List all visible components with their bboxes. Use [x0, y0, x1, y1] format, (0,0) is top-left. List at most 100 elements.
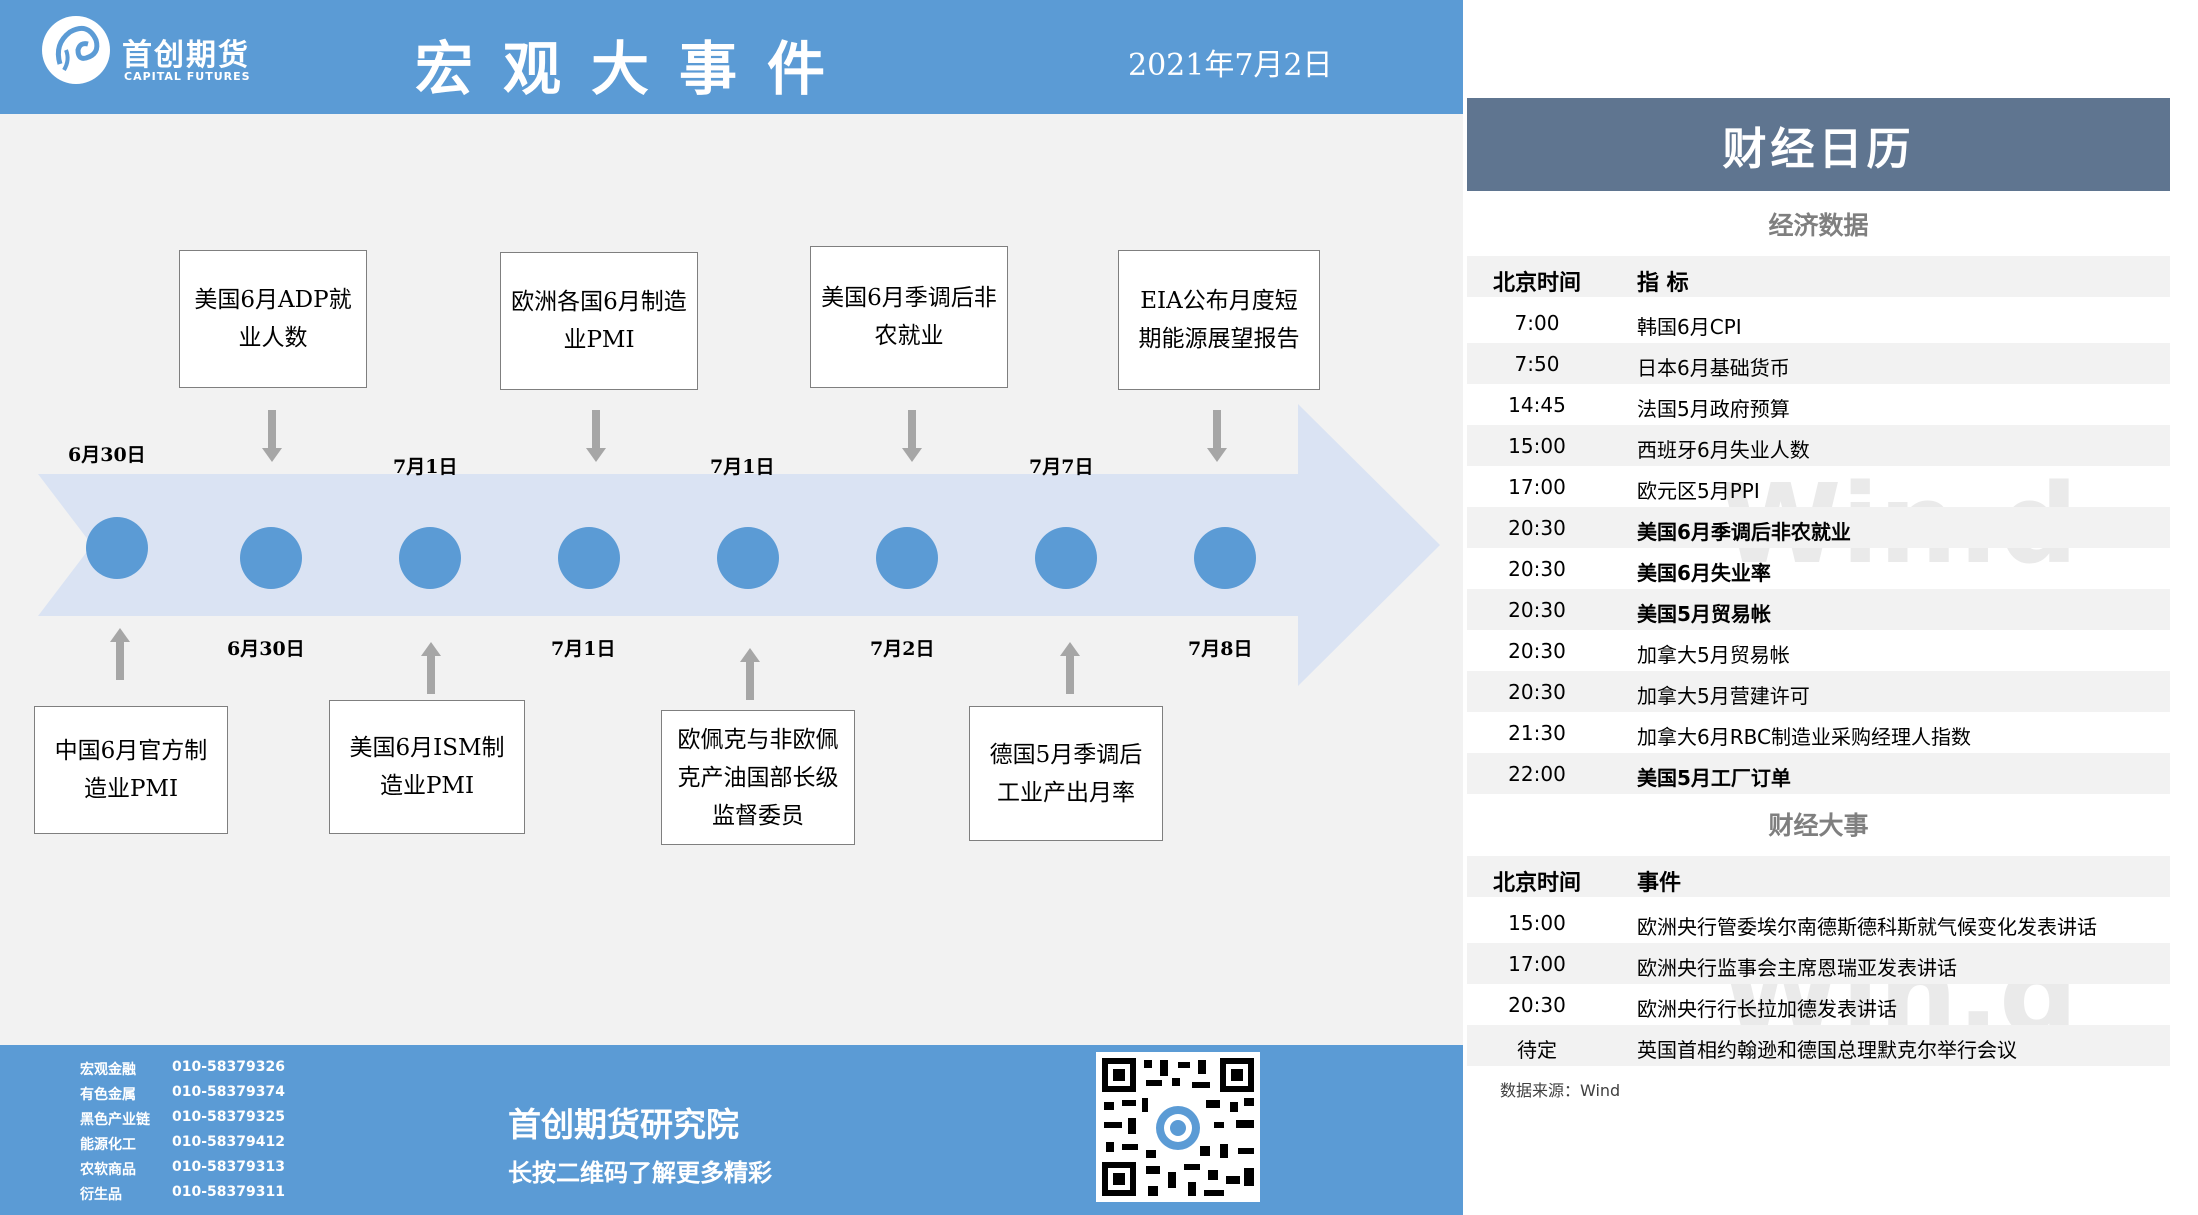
calendar-title: 财经日历	[1722, 123, 1915, 175]
econ-row: 17:00 欧元区5月PPI	[1467, 466, 2170, 507]
timeline-date-label: 6月30日	[227, 638, 305, 660]
timeline-date-label: 7月7日	[1029, 456, 1094, 478]
events-row: 17:00 欧洲央行监事会主席恩瑞亚发表讲话	[1467, 943, 2170, 984]
row-item: 英国首相约翰逊和德国总理默克尔举行会议	[1637, 1038, 2017, 1062]
row-time: 20:30	[1508, 516, 1566, 540]
timeline-date-label: 6月30日	[68, 444, 146, 466]
row-item: 韩国6月CPI	[1637, 315, 1742, 339]
dept-phone: 010-58379313	[172, 1159, 285, 1175]
event-box: 美国6月季调后非农就业	[810, 246, 1008, 388]
econ-row: 20:30 加拿大5月营建许可	[1467, 671, 2170, 712]
column-header-item: 事件	[1637, 871, 1682, 896]
row-time: 20:30	[1508, 639, 1566, 663]
row-item: 欧洲央行行长拉加德发表讲话	[1637, 997, 1897, 1021]
dept-name: 能源化工	[80, 1137, 136, 1153]
events-section-title: 财经大事	[1768, 811, 1869, 840]
row-time: 15:00	[1508, 911, 1566, 935]
econ-row: 14:45 法国5月政府预算	[1467, 384, 2170, 425]
timeline-dot	[240, 527, 302, 589]
column-header-time: 北京时间	[1492, 871, 1581, 896]
row-time: 20:30	[1508, 598, 1566, 622]
econ-row: 22:00 美国5月工厂订单	[1467, 753, 2170, 794]
down-arrow-icon	[262, 410, 1227, 462]
institute-name: 首创期货研究院	[508, 1105, 739, 1144]
econ-row: 15:00 西班牙6月失业人数	[1467, 425, 2170, 466]
logo-subtext: CAPITAL FUTURES	[124, 70, 251, 83]
econ-row: 7:00 韩国6月CPI	[1467, 302, 2170, 343]
dept-name: 有色金属	[80, 1087, 136, 1103]
events-row: 15:00 欧洲央行管委埃尔南德斯德科斯就气候变化发表讲话	[1467, 902, 2170, 943]
poster-header	[0, 0, 1463, 114]
event-box: 欧洲各国6月制造业PMI	[500, 252, 698, 390]
timeline-date-label: 7月1日	[710, 456, 775, 478]
events-row: 待定 英国首相约翰逊和德国总理默克尔举行会议	[1467, 1025, 2170, 1066]
econ-row: 20:30 美国5月贸易帐	[1467, 589, 2170, 630]
data-source: 数据来源：Wind	[1500, 1081, 1621, 1100]
event-box: 美国6月ISM制造业PMI	[329, 700, 525, 834]
row-time: 17:00	[1508, 952, 1566, 976]
capital-futures-logo-icon	[42, 16, 110, 84]
row-time: 15:00	[1508, 434, 1566, 458]
row-time: 20:30	[1508, 557, 1566, 581]
dept-phone: 010-58379311	[172, 1184, 285, 1200]
row-item: 美国5月贸易帐	[1637, 602, 1771, 626]
row-item: 西班牙6月失业人数	[1637, 438, 1810, 462]
row-item: 美国5月工厂订单	[1637, 766, 1791, 790]
row-time: 21:30	[1508, 721, 1566, 745]
column-header-time: 北京时间	[1492, 271, 1581, 296]
row-item: 美国6月失业率	[1637, 561, 1771, 585]
row-time: 7:00	[1514, 311, 1560, 335]
timeline-dot	[86, 517, 148, 579]
timeline-date-label: 7月1日	[393, 456, 458, 478]
events-table-header: 北京时间 事件	[1467, 856, 2170, 897]
logo-text: 首创期货	[122, 38, 250, 73]
timeline-date-label: 7月2日	[870, 638, 935, 660]
timeline-date-label: 7月8日	[1188, 638, 1253, 660]
dept-phone: 010-58379326	[172, 1059, 285, 1075]
row-time: 7:50	[1514, 352, 1560, 376]
row-item: 加拿大6月RBC制造业采购经理人指数	[1637, 725, 1971, 749]
econ-row: 20:30 加拿大5月贸易帐	[1467, 630, 2170, 671]
event-box: 德国5月季调后工业产出月率	[969, 706, 1163, 841]
econ-row: 20:30 美国6月季调后非农就业	[1467, 507, 2170, 548]
slogan-text: 长按二维码了解更多精彩	[508, 1159, 772, 1187]
dept-phone: 010-58379374	[172, 1084, 285, 1100]
events-row: 20:30 欧洲央行行长拉加德发表讲话	[1467, 984, 2170, 1025]
event-box: 欧佩克与非欧佩克产油国部长级监督委员	[661, 710, 855, 845]
event-box: 美国6月ADP就业人数	[179, 250, 367, 388]
dept-phone: 010-58379412	[172, 1134, 285, 1150]
timeline-dot	[399, 527, 461, 589]
econ-row: 20:30 美国6月失业率	[1467, 548, 2170, 589]
row-time: 14:45	[1508, 393, 1566, 417]
row-item: 欧洲央行管委埃尔南德斯德科斯就气候变化发表讲话	[1637, 915, 2097, 939]
timeline-dot	[876, 527, 938, 589]
qr-code-icon[interactable]	[1096, 1052, 1260, 1202]
row-time: 22:00	[1508, 762, 1566, 786]
row-time: 20:30	[1508, 993, 1566, 1017]
row-item: 美国6月季调后非农就业	[1637, 520, 1851, 544]
row-time: 待定	[1517, 1038, 1557, 1062]
report-date: 2021年7月2日	[1128, 48, 1333, 83]
row-time: 20:30	[1508, 680, 1566, 704]
event-box: EIA公布月度短期能源展望报告	[1118, 250, 1320, 390]
dept-name: 宏观金融	[80, 1062, 136, 1078]
timeline-dot	[1194, 527, 1256, 589]
row-item: 欧洲央行监事会主席恩瑞亚发表讲话	[1637, 956, 1957, 980]
row-item: 欧元区5月PPI	[1637, 479, 1760, 503]
timeline-dot	[558, 527, 620, 589]
dept-name: 黑色产业链	[80, 1112, 150, 1128]
dept-phone: 010-58379325	[172, 1109, 285, 1125]
timeline-date-label: 7月1日	[551, 638, 616, 660]
row-item: 加拿大5月营建许可	[1637, 684, 1810, 708]
row-time: 17:00	[1508, 475, 1566, 499]
up-arrow-icon	[110, 628, 1080, 700]
econ-row: 21:30 加拿大6月RBC制造业采购经理人指数	[1467, 712, 2170, 753]
page-title: 宏观大事件	[415, 35, 856, 103]
timeline-dot	[1035, 527, 1097, 589]
row-item: 法国5月政府预算	[1637, 397, 1790, 421]
calendar-header: 财经日历	[1467, 98, 2170, 191]
dept-name: 衍生品	[80, 1187, 122, 1203]
column-header-item: 指 标	[1637, 271, 1689, 296]
row-item: 加拿大5月贸易帐	[1637, 643, 1790, 667]
